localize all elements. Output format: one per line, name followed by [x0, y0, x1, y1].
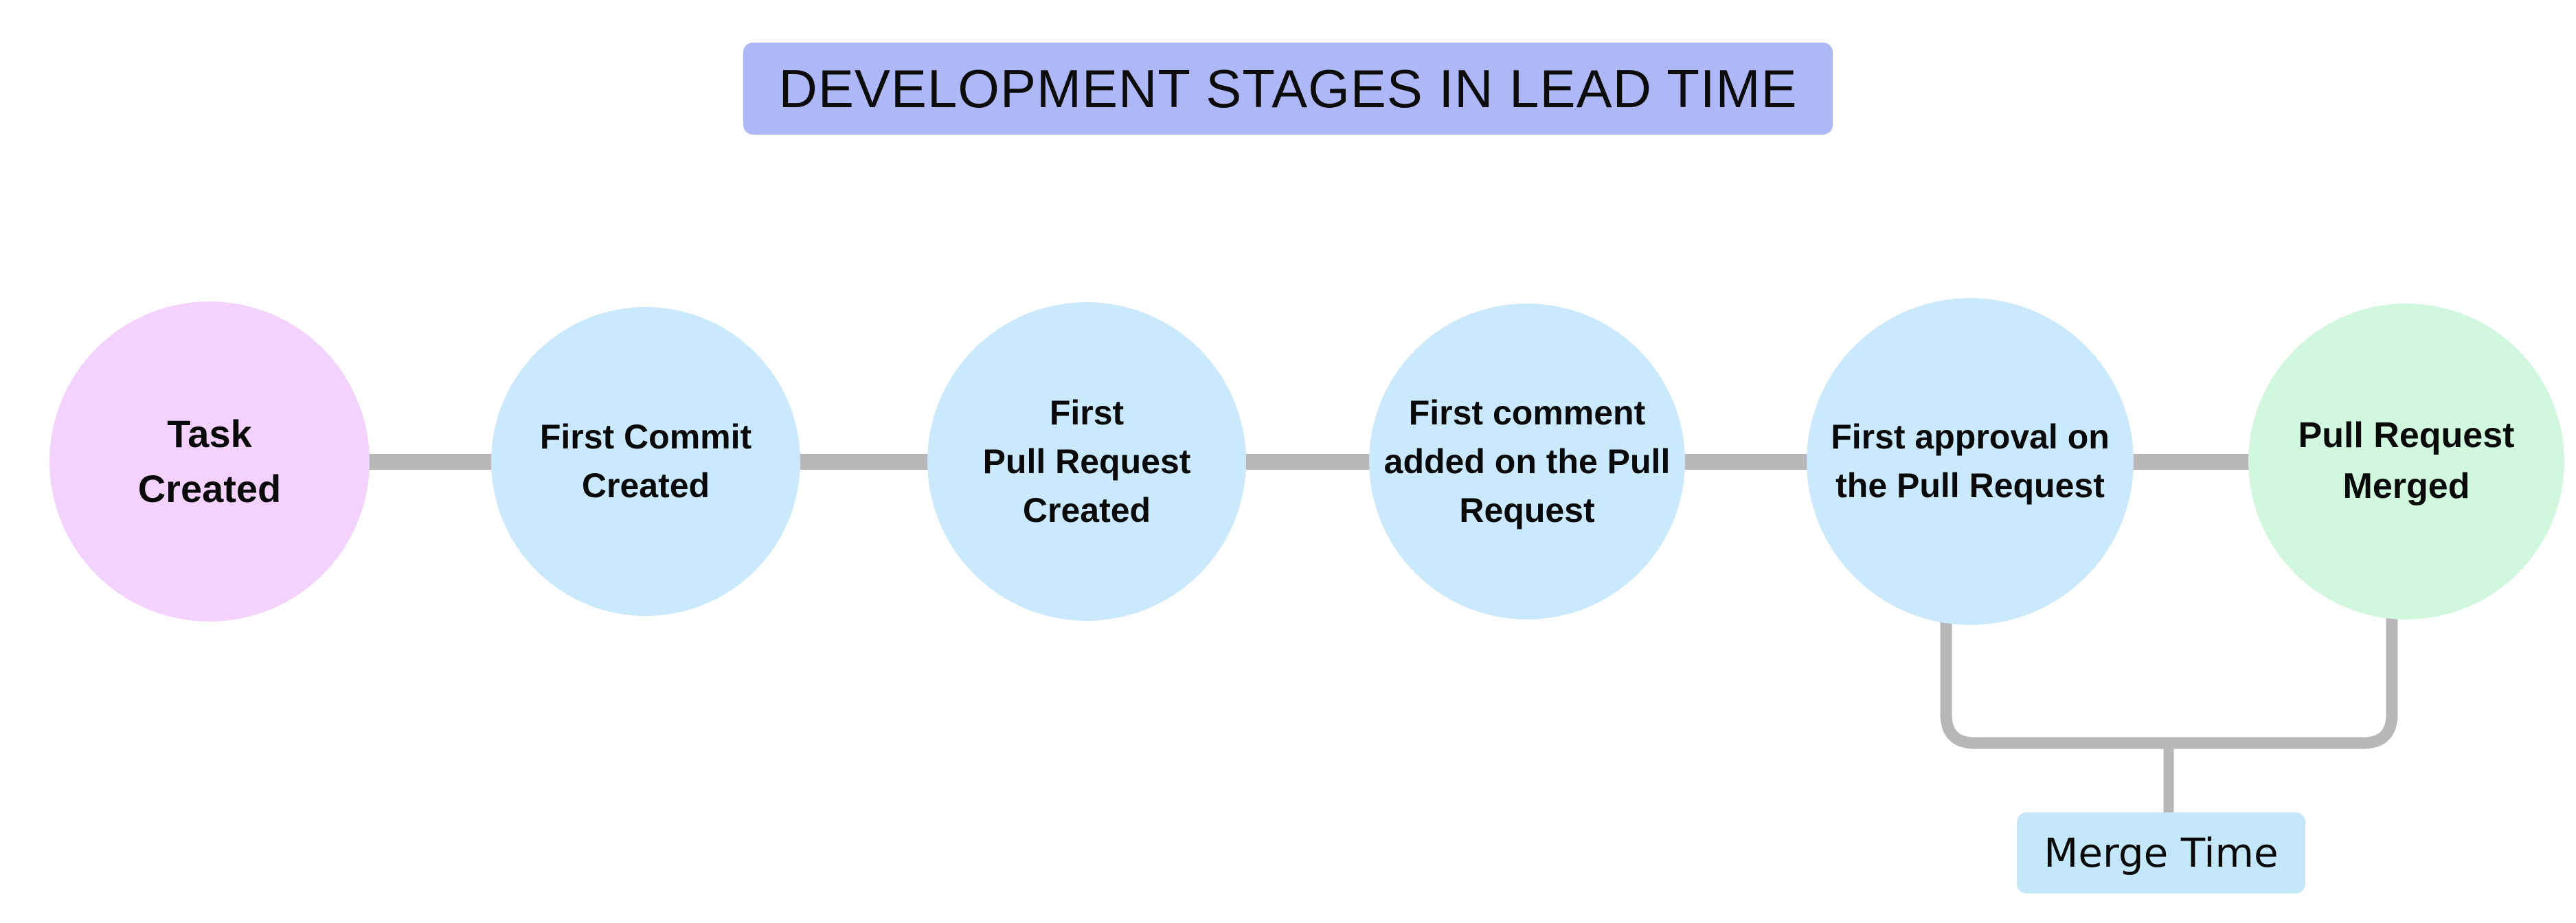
merge-time-label: Merge Time — [2044, 830, 2279, 876]
node-task-created[interactable]: Task Created — [49, 301, 370, 622]
merge-time-label-chip[interactable]: Merge Time — [2017, 812, 2305, 893]
node-pull-request-merged[interactable]: Pull Request Merged — [2248, 304, 2564, 619]
node-first-approval[interactable]: First approval on the Pull Request — [1807, 298, 2134, 625]
node-label-first-approval: First approval on the Pull Request — [1831, 418, 2110, 505]
node-first-pull-request-created[interactable]: First Pull Request Created — [927, 302, 1246, 621]
diagram-title-banner: DEVELOPMENT STAGES IN LEAD TIME — [743, 43, 1833, 135]
page-title: DEVELOPMENT STAGES IN LEAD TIME — [778, 58, 1798, 119]
node-label-pull-request-merged: Pull Request Merged — [2298, 415, 2515, 506]
node-label-first-commit-created: First Commit Created — [539, 418, 752, 505]
node-label-task-created: Task Created — [137, 412, 282, 510]
node-first-comment-added[interactable]: First comment added on the Pull Request — [1369, 304, 1685, 619]
node-label-first-comment-added: First comment added on the Pull Request — [1383, 393, 1671, 529]
node-first-commit-created[interactable]: First Commit Created — [491, 307, 800, 616]
merge-time-bracket — [1940, 584, 2398, 814]
node-label-first-pull-request-created: First Pull Request Created — [982, 393, 1191, 529]
